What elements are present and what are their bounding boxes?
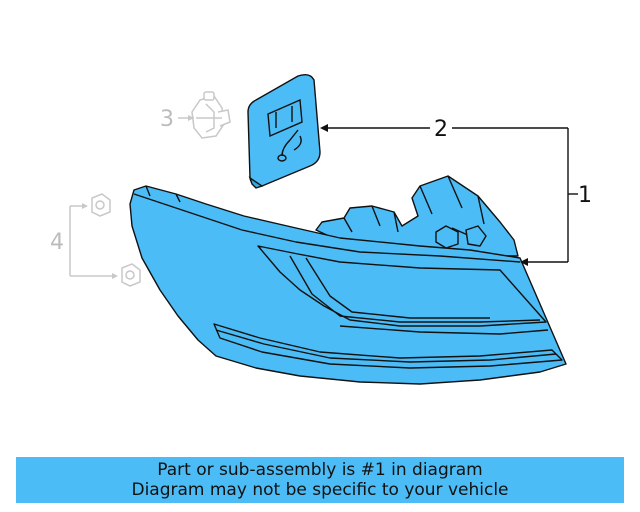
caption-line-2: Diagram may not be specific to your vehi… [131,480,509,500]
caption-line-1: Part or sub-assembly is #1 in diagram [157,460,483,480]
callout-2-label: 2 [434,117,448,142]
mounting-nut-icon [121,263,141,287]
bulb-socket-icon [191,91,231,139]
callout-1-leader [528,128,578,263]
tail-lamp-assembly-icon [129,175,567,385]
caption-banner-background [16,457,624,503]
caption-banner: Part or sub-assembly is #1 in diagram Di… [16,457,624,503]
access-cover-icon [247,73,321,189]
parts-diagram: 3 4 2 [50,73,592,385]
callout-4-label: 4 [50,230,64,255]
callout-3-label: 3 [160,107,174,132]
callout-1-label: 1 [578,183,592,208]
callout-2-leader [320,124,568,132]
callout-4-leader [69,205,116,277]
mounting-nut-icon [91,193,111,217]
callout-3-leader [178,115,194,121]
